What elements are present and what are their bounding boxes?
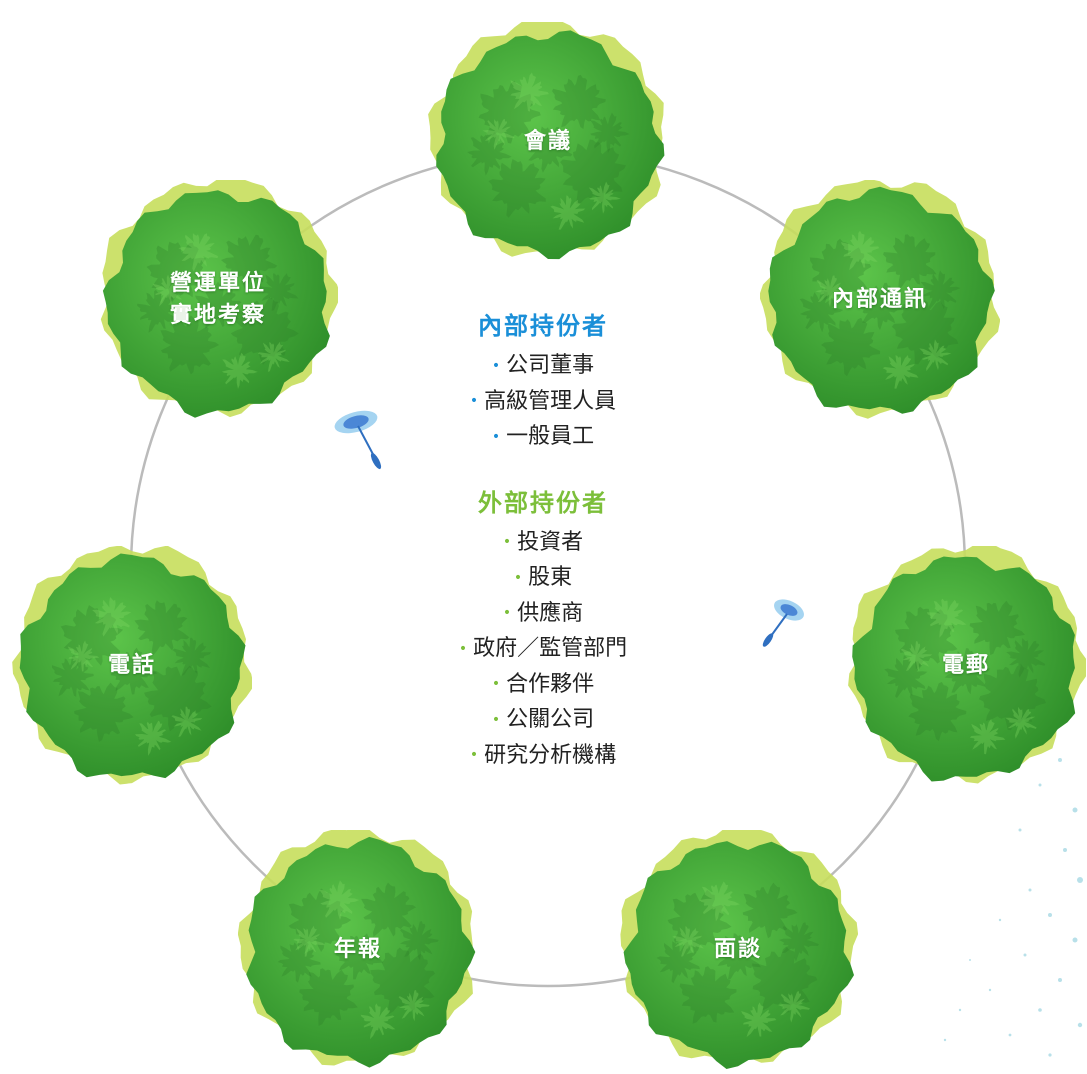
internal-stakeholders: 內部持份者 • 公司董事 • 高級管理人員 • 一般員工 — [393, 308, 693, 455]
bullet-icon: • — [469, 393, 479, 409]
stakeholder-name: 合作夥伴 — [506, 671, 595, 697]
stakeholder-name: 股東 — [528, 565, 573, 590]
channel-label: 年報 — [333, 937, 382, 962]
stakeholder-name: 公司董事 — [506, 353, 595, 378]
bullet-icon: • — [502, 605, 512, 621]
channel-node: 電話 — [12, 546, 252, 786]
channel-node: 內部通訊 — [760, 180, 1000, 420]
spray-dots-icon — [900, 740, 1087, 1074]
external-title: 外部持份者 — [478, 488, 608, 517]
external-stakeholders: 外部持份者 • 投資者 • 股東 • 供應商 • 政府／監管部門 • 合作夥伴 • 公關公司 • 研究分析… — [393, 485, 693, 774]
stakeholder-item: • 研究分析機構 — [393, 738, 693, 774]
channel-label: 會議 — [523, 129, 572, 154]
bullet-icon: • — [491, 428, 501, 445]
stakeholder-item: • 公司董事 — [393, 348, 693, 384]
channel-node: 電郵 — [846, 546, 1086, 786]
bullet-icon: • — [458, 640, 468, 657]
channel-label: 電話 — [107, 653, 156, 678]
dandelion-seed-icon — [757, 592, 812, 656]
stakeholder-item: • 合作夥伴 — [393, 667, 693, 703]
dandelion-seed-icon — [330, 400, 390, 479]
internal-title: 內部持份者 — [478, 312, 608, 340]
channel-label: 電郵 — [941, 653, 990, 678]
stakeholder-name: 公關公司 — [506, 707, 595, 732]
bullet-icon: • — [513, 569, 523, 586]
stakeholder-name: 供應商 — [517, 600, 584, 626]
stakeholder-item: • 一般員工 — [393, 419, 693, 455]
internal-items: • 公司董事 • 高級管理人員 • 一般員工 — [393, 348, 693, 455]
bullet-icon: • — [491, 711, 501, 728]
bullet-icon: • — [469, 747, 479, 763]
bullet-icon: • — [491, 357, 501, 374]
stakeholder-item: • 股東 — [393, 560, 693, 596]
stakeholder-name: 研究分析機構 — [484, 742, 617, 768]
channel-node: 面談 — [618, 830, 858, 1070]
external-items: • 投資者 • 股東 • 供應商 • 政府／監管部門 • 合作夥伴 • 公關公司 • 研究分析機構 — [393, 525, 693, 774]
channel-node: 會議 — [428, 22, 668, 262]
bullet-icon: • — [491, 676, 501, 692]
stakeholder-name: 投資者 — [517, 529, 584, 555]
bullet-icon: • — [502, 534, 512, 550]
stakeholder-item: • 公關公司 — [393, 702, 693, 738]
channel-label: 面談 — [713, 937, 762, 962]
channel-node: 年報 — [238, 830, 478, 1070]
stakeholder-item: • 供應商 — [393, 596, 693, 632]
stakeholder-name: 一般員工 — [506, 424, 595, 449]
stakeholder-list: 內部持份者 • 公司董事 • 高級管理人員 • 一般員工 外部持份者 • 投資者 • 股東 • 供應… — [393, 308, 693, 773]
stakeholder-item: • 投資者 — [393, 525, 693, 561]
channel-label: 營運單位 實地考察 — [169, 271, 266, 328]
stakeholder-item: • 高級管理人員 — [393, 384, 693, 420]
channel-label: 內部通訊 — [831, 287, 928, 312]
channel-node: 營運單位 實地考察 — [98, 180, 338, 420]
stakeholder-name: 政府／監管部門 — [473, 636, 628, 661]
stakeholder-item: • 政府／監管部門 — [393, 631, 693, 667]
stakeholder-name: 高級管理人員 — [484, 388, 617, 414]
